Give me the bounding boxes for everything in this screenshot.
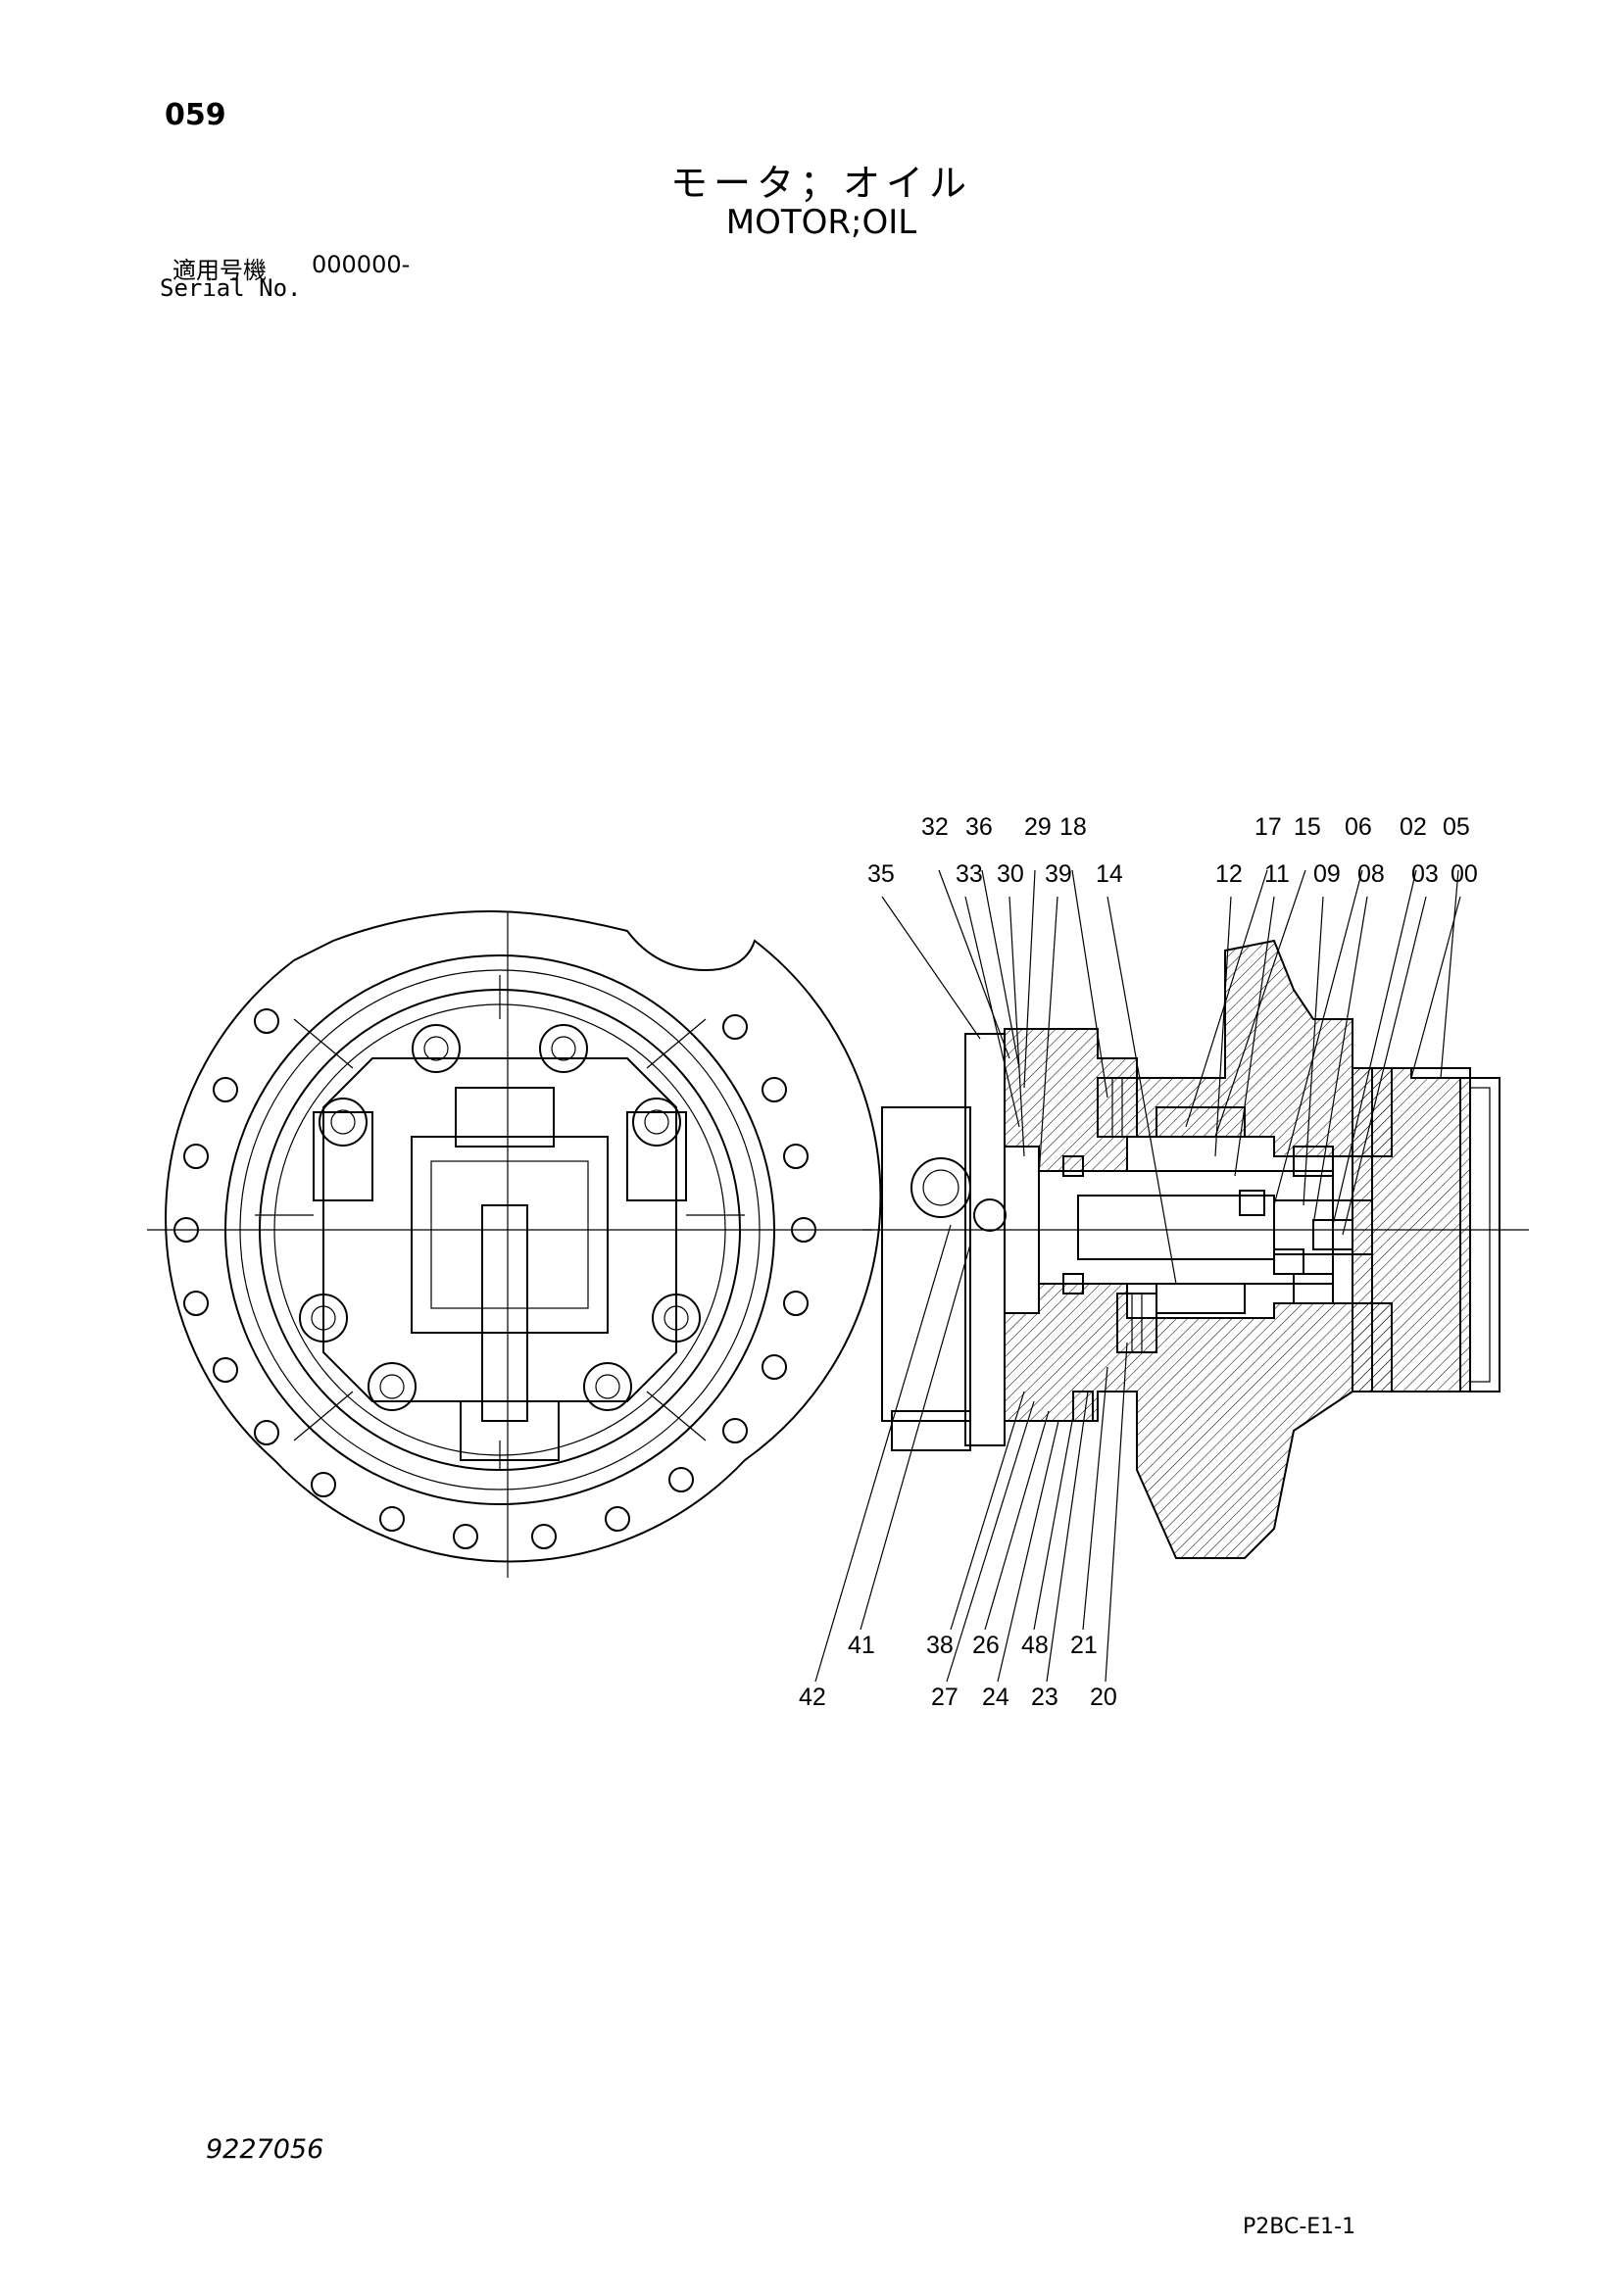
callout-label: 23 xyxy=(1031,1684,1058,1711)
serial-label-english: Serial No. xyxy=(160,274,302,302)
page-number: 059 xyxy=(165,98,226,132)
callout-label: 06 xyxy=(1345,813,1372,841)
flange-bolt-holes xyxy=(173,1008,816,1549)
callout-label: 17 xyxy=(1254,813,1282,841)
callout-label: 39 xyxy=(1045,860,1072,888)
page-code: P2BC-E1-1 xyxy=(1243,2215,1356,2239)
callout-label: 24 xyxy=(982,1684,1009,1711)
callout-label: 27 xyxy=(931,1684,959,1711)
callout-label: 02 xyxy=(1400,813,1427,841)
callout-label: 18 xyxy=(1059,813,1087,841)
callout-label: 15 xyxy=(1294,813,1321,841)
callout-label: 08 xyxy=(1357,860,1385,888)
callout-labels: 32 36 29 18 17 15 06 02 05 35 33 30 39 1… xyxy=(799,813,1478,1711)
callout-label: 29 xyxy=(1024,813,1052,841)
callout-label: 05 xyxy=(1443,813,1470,841)
callout-label: 20 xyxy=(1090,1684,1117,1711)
callout-label: 48 xyxy=(1021,1632,1049,1659)
callout-label: 38 xyxy=(926,1632,954,1659)
callout-label: 00 xyxy=(1451,860,1478,888)
leader-lines xyxy=(814,869,1461,1683)
callout-label: 33 xyxy=(956,860,983,888)
section-view-drawing xyxy=(862,939,1529,1559)
callout-label: 14 xyxy=(1096,860,1123,888)
page-title-english: MOTOR;OIL xyxy=(725,203,917,242)
drawing-number: 9227056 xyxy=(206,2134,324,2165)
callout-label: 35 xyxy=(867,860,895,888)
page-title-japanese: モータ；オイル xyxy=(669,162,972,205)
callout-label: 36 xyxy=(965,813,993,841)
callout-label: 03 xyxy=(1411,860,1439,888)
callout-label: 21 xyxy=(1070,1632,1098,1659)
cap-screw-bosses xyxy=(299,1024,701,1411)
callout-label: 12 xyxy=(1215,860,1243,888)
callout-label: 09 xyxy=(1313,860,1341,888)
callout-label: 32 xyxy=(921,813,949,841)
callout-label: 41 xyxy=(848,1632,875,1659)
serial-label-japanese: 適用号機 xyxy=(172,257,267,284)
serial-value: 000000- xyxy=(312,251,411,278)
callout-label: 42 xyxy=(799,1684,826,1711)
front-view-drawing xyxy=(147,909,882,1578)
callout-label: 26 xyxy=(972,1632,1000,1659)
callout-label: 30 xyxy=(997,860,1024,888)
callout-label: 11 xyxy=(1264,860,1290,888)
